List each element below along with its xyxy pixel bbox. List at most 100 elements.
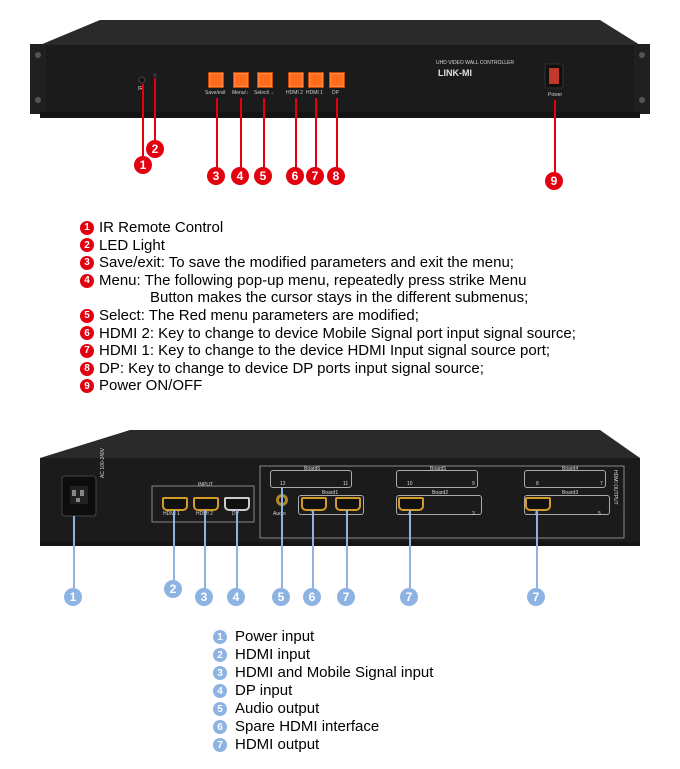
- legend-number: 3: [80, 255, 94, 270]
- callout-line-9: [554, 100, 556, 172]
- front-callout-8: 8: [327, 167, 345, 185]
- rear-callout-line-2: [173, 510, 175, 580]
- legend-text: Power ON/OFF: [99, 377, 203, 395]
- legend-number: 2: [80, 238, 94, 253]
- rear-callout-line-4: [236, 510, 238, 588]
- hdmi-output-port: [335, 497, 361, 511]
- legend-number: 5: [80, 308, 94, 323]
- dp-button[interactable]: [329, 72, 345, 88]
- rear-callout-2: 2: [164, 580, 182, 598]
- hdmi-output-port: [398, 497, 424, 511]
- callout-line-4: [240, 98, 242, 168]
- brand-logo: LINK-MI: [438, 68, 472, 78]
- hdmi2-button[interactable]: [288, 72, 304, 88]
- legend-number: 6: [213, 720, 227, 734]
- legend-text: Select: The Red menu parameters are modi…: [99, 306, 419, 324]
- board1-label: Board1: [322, 490, 339, 496]
- legend-text: HDMI 2: Key to change to device Mobile S…: [99, 324, 576, 342]
- output-number: 7: [600, 481, 603, 487]
- board5-label: Board5: [430, 466, 447, 472]
- output-number: 11: [343, 481, 349, 487]
- legend-row: 4 Menu: The following pop-up menu, repeat…: [80, 272, 576, 290]
- legend-number: 4: [80, 273, 94, 288]
- legend-row: 6 HDMI 2: Key to change to device Mobile …: [80, 325, 576, 343]
- legend-number: 4: [213, 684, 227, 698]
- legend-number: 7: [80, 343, 94, 358]
- menu-label: Menu/↓: [232, 90, 249, 96]
- output-number: 10: [407, 481, 413, 487]
- legend-number: 8: [80, 361, 94, 376]
- legend-text: IR Remote Control: [99, 219, 224, 236]
- hdmi1-button[interactable]: [308, 72, 324, 88]
- legend-text: HDMI input: [235, 646, 311, 663]
- callout-line-5: [263, 98, 265, 168]
- board6-label: Board6: [304, 466, 321, 472]
- input-group-label: INPUT: [198, 482, 213, 488]
- board1-slot: [298, 495, 364, 515]
- board4-slot: [524, 470, 606, 488]
- rear-callout-4: 4: [227, 588, 245, 606]
- rear-callout-line-1: [73, 516, 75, 588]
- board2-slot: [396, 495, 482, 515]
- legend-number: 5: [213, 702, 227, 716]
- board4-label: Board4: [562, 466, 579, 472]
- legend-text: DP input: [235, 682, 293, 699]
- output-number: 8: [536, 481, 539, 487]
- menu-button[interactable]: [233, 72, 249, 88]
- legend-text: Save/exit: To save the modified paramete…: [99, 254, 514, 272]
- power-label: Power: [548, 92, 563, 98]
- front-callout-3: 3: [207, 167, 225, 185]
- legend-text-continuation: Button makes the cursor stays in the dif…: [150, 289, 529, 307]
- legend-row: 5 Audio output: [213, 700, 433, 718]
- rear-callout-5: 5: [272, 588, 290, 606]
- legend-text: HDMI output: [235, 736, 320, 753]
- spare-hdmi-port: [301, 497, 327, 511]
- legend-row: 5 Select: The Red menu parameters are mod…: [80, 307, 576, 325]
- callout-line-2: [154, 78, 156, 140]
- legend-number: 9: [80, 379, 94, 394]
- output-number: 9: [472, 481, 475, 487]
- board5-slot: [396, 470, 478, 488]
- rear-callout-line-3: [204, 510, 206, 588]
- hdmi2-label: HDMI 2: [286, 90, 303, 96]
- legend-number: 3: [213, 666, 227, 680]
- rear-callout-line-7c: [536, 510, 538, 588]
- save-exit-button[interactable]: [208, 72, 224, 88]
- legend-text: Audio output: [235, 700, 320, 717]
- callout-line-7: [315, 98, 317, 168]
- rear-callout-7b: 7: [400, 588, 418, 606]
- legend-text: Menu: The following pop-up menu, repeate…: [99, 271, 527, 289]
- board3-label: Board3: [562, 490, 579, 496]
- legend-number: 1: [213, 630, 227, 644]
- legend-text: DP: Key to change to device DP ports inp…: [99, 359, 484, 377]
- board6-slot: [270, 470, 352, 488]
- rear-callout-7c: 7: [527, 588, 545, 606]
- output-number: 12: [280, 481, 286, 487]
- legend-number: 6: [80, 326, 94, 341]
- callout-line-1: [142, 84, 144, 156]
- callout-line-6: [295, 98, 297, 168]
- select-button[interactable]: [257, 72, 273, 88]
- rear-callout-3: 3: [195, 588, 213, 606]
- ir-label: IR: [138, 86, 143, 92]
- front-callout-5: 5: [254, 167, 272, 185]
- legend-row: 4 DP input: [213, 682, 433, 700]
- front-callout-7: 7: [306, 167, 324, 185]
- rear-callout-7a: 7: [337, 588, 355, 606]
- board2-label: Board2: [432, 490, 449, 496]
- legend-row: 8 DP: Key to change to device DP ports in…: [80, 360, 576, 378]
- hdmi1-input-label: HDMI 1: [163, 511, 180, 517]
- front-callout-6: 6: [286, 167, 304, 185]
- rear-callout-line-7a: [346, 510, 348, 588]
- front-callout-9: 9: [545, 172, 563, 190]
- dp-input-label: DP: [232, 511, 239, 517]
- hdmi1-input-port: [162, 497, 188, 511]
- rear-callout-line-6: [312, 510, 314, 588]
- select-label: Select/→: [254, 90, 275, 96]
